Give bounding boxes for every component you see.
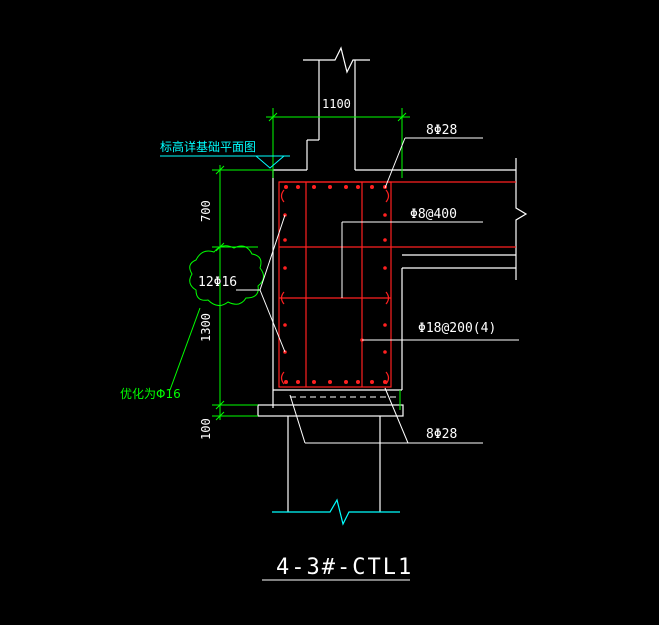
concrete-outline xyxy=(257,46,528,512)
revision-leader xyxy=(169,307,201,391)
dim-height-pad: 100 xyxy=(199,418,213,440)
label-stirrups: Φ18@200(4) xyxy=(418,321,496,336)
elevation-marker xyxy=(160,155,290,169)
label-bottom-bars: 8Φ28 xyxy=(426,427,457,442)
label-top-bars: 8Φ28 xyxy=(426,123,457,138)
dim-height-lower: 1300 xyxy=(199,313,213,342)
label-side-bars: 12Φ16 xyxy=(198,275,237,290)
label-waist-bars: Φ8@400 xyxy=(410,207,457,222)
drawing-title: 4-3#-CTL1 xyxy=(276,555,413,580)
dimension-lines xyxy=(212,108,410,421)
elevation-note: 标高详基础平面图 xyxy=(160,139,256,154)
revision-cloud xyxy=(189,245,264,306)
bottom-break-line xyxy=(272,498,400,526)
revision-note: 优化为Φ16 xyxy=(120,387,181,401)
dim-width-top: 1100 xyxy=(322,97,351,111)
dim-height-upper: 700 xyxy=(199,200,213,222)
rebar-dots xyxy=(283,185,387,384)
leader-lines xyxy=(236,137,519,444)
rebar-cage xyxy=(278,181,516,388)
